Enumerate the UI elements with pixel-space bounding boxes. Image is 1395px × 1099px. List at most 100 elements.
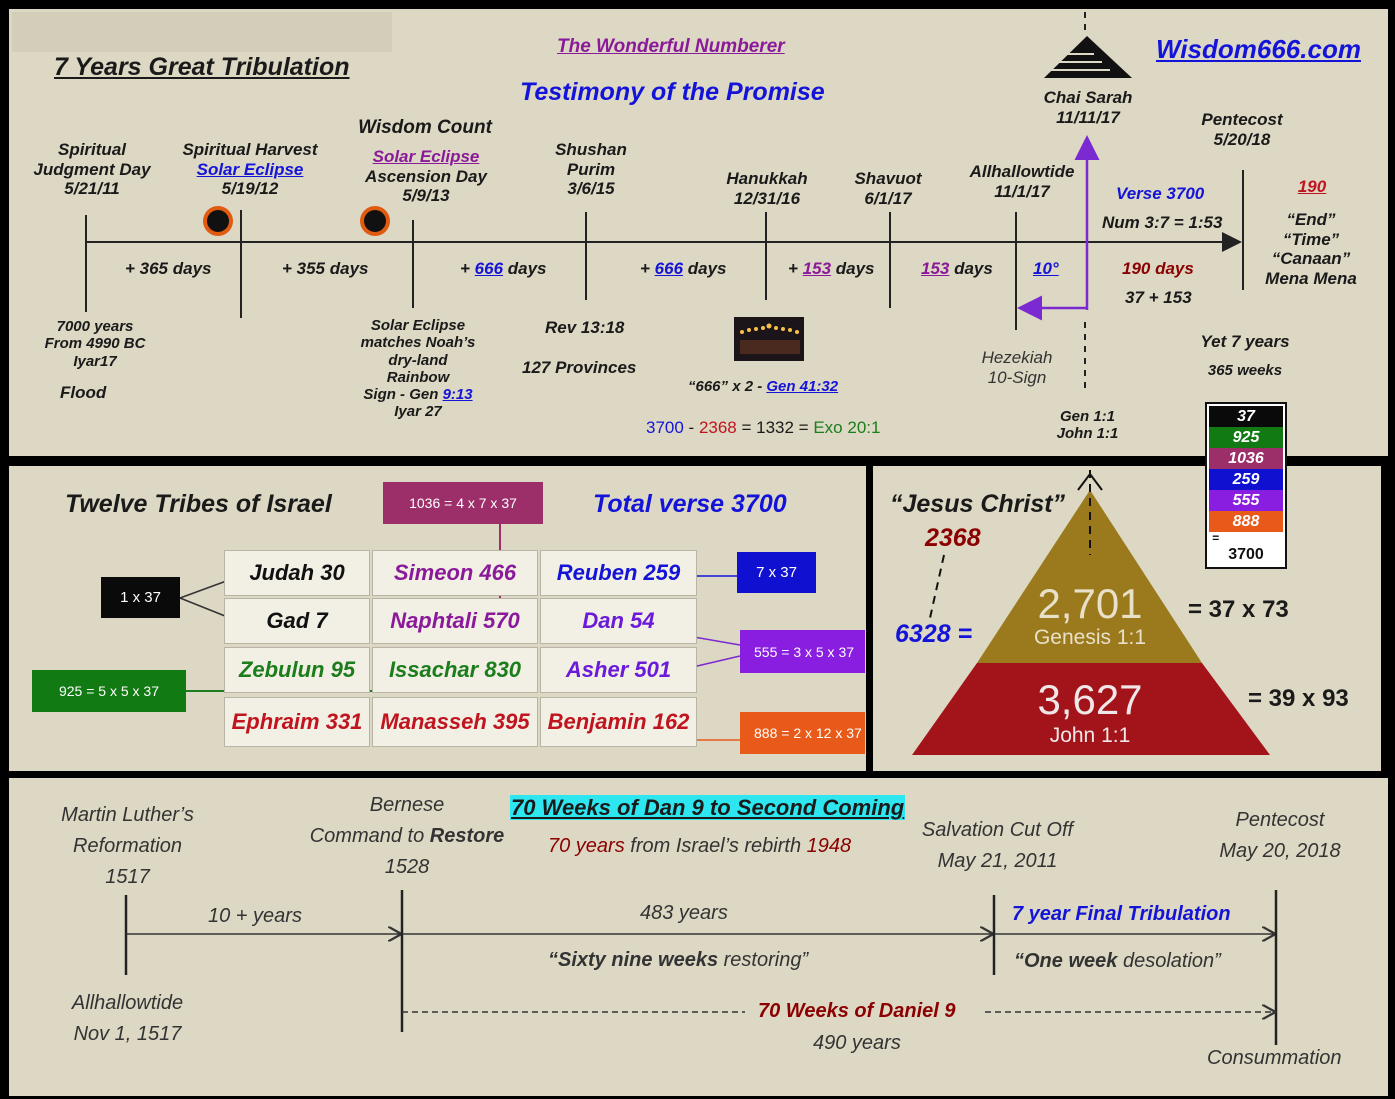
one-week-bold: “One week xyxy=(1014,950,1118,972)
interval-666-a-link[interactable]: 666 xyxy=(474,259,504,278)
interval-666-b-link[interactable]: 666 xyxy=(654,259,684,278)
interval-666-b-pre: + xyxy=(640,259,655,278)
luther-line-1: Martin Luther’s xyxy=(61,804,194,826)
box-555: 555 = 3 x 5 x 37 xyxy=(740,630,865,673)
interval-355: + 355 days xyxy=(282,259,369,278)
end-word-4: Mena Mena xyxy=(1265,268,1357,288)
tribe-asher: Asher 501 xyxy=(540,647,697,693)
interval-666-a-pre: + xyxy=(460,259,475,278)
stack-555: 555 xyxy=(1209,490,1283,511)
num-ref: Num 3:7 = 1:53 xyxy=(1102,213,1223,232)
cover-block xyxy=(12,12,392,52)
equation-3700: 3700 - 2368 = 1332 = Exo 20:1 xyxy=(646,418,880,438)
luther-block: Martin Luther’s Reformation 1517 xyxy=(40,800,215,893)
chai-sarah-date: 11/11/17 xyxy=(1056,107,1120,127)
years-7000: 7000 years From 4990 BC Iyar17 xyxy=(25,318,165,370)
hezekiah-note: Hezekiah 10-Sign xyxy=(962,348,1072,387)
bottom-panel xyxy=(9,778,1388,1096)
top-panel xyxy=(9,9,1388,456)
final-tribulation: 7 year Final Tribulation xyxy=(1012,903,1231,925)
box-1x37: 1 x 37 xyxy=(101,577,180,618)
provinces-127: 127 Provinces xyxy=(522,358,637,377)
purim-label: Purim xyxy=(566,159,616,179)
eq-3700: 3700 xyxy=(646,418,684,437)
box-7x37: 7 x 37 xyxy=(737,552,816,593)
years-line-1: 7000 years xyxy=(56,318,134,335)
eq-op1: - xyxy=(683,418,699,437)
ascension-eclipse-link[interactable]: Solar Eclipse xyxy=(372,147,480,166)
box-925: 925 = 5 x 5 x 37 xyxy=(32,670,186,712)
gen41-note: “666” x 2 - Gen 41:32 xyxy=(688,378,838,395)
years-line-3: Iyar17 xyxy=(73,352,117,370)
allhallowtide-date: 11/1/17 xyxy=(994,181,1050,201)
salvation-date: May 21, 2011 xyxy=(937,850,1058,872)
value-2368: 2368 xyxy=(925,524,981,552)
stack-259: 259 xyxy=(1209,469,1283,490)
eq-39x93: = 39 x 93 xyxy=(1248,685,1349,712)
hezekiah-label: Hezekiah xyxy=(981,348,1053,367)
tribes-title: Twelve Tribes of Israel xyxy=(65,490,332,518)
end-word-2: “Time” xyxy=(1282,229,1340,249)
sign-label: 10-Sign xyxy=(987,367,1047,387)
interval-153-a-link[interactable]: 153 xyxy=(802,259,832,278)
value-6328: 6328 = xyxy=(895,620,973,648)
noah-line-5: Sign - Gen xyxy=(363,386,443,403)
eq-op2: = 1332 = xyxy=(736,418,814,437)
years-490: 490 years xyxy=(813,1032,901,1054)
daniel-9: 70 Weeks of Daniel 9 xyxy=(758,1000,956,1022)
year-1528: 1528 xyxy=(384,856,430,878)
interval-153-a-pre: + xyxy=(788,259,803,278)
tribe-ephraim: Ephraim 331 xyxy=(224,697,370,747)
years-483: 483 years xyxy=(640,902,728,924)
yet-7-years: Yet 7 years xyxy=(1200,332,1290,351)
harvest-eclipse-link[interactable]: Solar Eclipse xyxy=(196,159,304,179)
ten-years: 10 + years xyxy=(208,905,302,927)
noah-line-1: Solar Eclipse xyxy=(370,317,466,334)
judgment-line-2: Judgment Day xyxy=(33,159,151,179)
tribe-gad: Gad 7 xyxy=(224,598,370,644)
gen41-prefix: “666” x 2 - xyxy=(688,378,767,395)
tribe-issachar: Issachar 830 xyxy=(372,647,538,693)
gen-913-link[interactable]: 9:13 xyxy=(442,386,473,403)
ten-degree-link[interactable]: 10° xyxy=(1033,259,1059,278)
tribe-benjamin: Benjamin 162 xyxy=(540,697,697,747)
tribe-manasseh: Manasseh 395 xyxy=(372,697,538,747)
interval-153-a: + 153 days xyxy=(788,259,875,279)
pentecost-date: 5/20/18 xyxy=(1213,129,1271,149)
shushan-label: Shushan xyxy=(555,140,627,159)
website-link[interactable]: Wisdom666.com xyxy=(1156,34,1361,64)
gen41-link[interactable]: Gen 41:32 xyxy=(766,378,839,395)
event-hanukkah: Hanukkah 12/31/16 xyxy=(707,169,827,208)
tribe-simeon: Simeon 466 xyxy=(372,550,538,596)
years-line-2: From 4990 BC xyxy=(44,335,146,353)
interval-153-b-post: days xyxy=(949,259,993,278)
hanukkah-label: Hanukkah xyxy=(726,169,808,188)
noah-line-3: dry-land xyxy=(388,351,448,369)
page-title: 7 Years Great Tribulation xyxy=(54,53,350,81)
interval-153-b-link[interactable]: 153 xyxy=(921,259,950,278)
rev-1318: Rev 13:18 xyxy=(545,318,625,337)
end-words: “End” “Time” “Canaan” Mena Mena xyxy=(1252,210,1370,288)
event-harvest: Spiritual Harvest Solar Eclipse 5/19/12 xyxy=(170,140,330,199)
restore-label: Restore xyxy=(429,825,505,847)
stack-925: 925 xyxy=(1209,427,1283,448)
judgment-date: 5/21/11 xyxy=(64,179,120,199)
shavuot-label: Shavuot xyxy=(854,169,922,188)
gen11-label: Gen 1:1 xyxy=(1059,408,1116,425)
noah-line-2: matches Noah’s xyxy=(360,334,476,352)
rebirth-70: 70 years xyxy=(548,835,625,857)
allhallow-label: Allhallowtide xyxy=(71,992,184,1014)
rebirth-1948: 1948 xyxy=(806,835,852,857)
eq-37x73: = 37 x 73 xyxy=(1188,596,1289,623)
noah-line-4: Rainbow xyxy=(386,368,450,386)
wonderful-numberer-link[interactable]: The Wonderful Numberer xyxy=(557,36,785,57)
tribe-zebulun: Zebulun 95 xyxy=(224,647,370,693)
allhallow-date: Nov 1, 1517 xyxy=(73,1023,182,1045)
sixty-nine-weeks: “Sixty nine weeks restoring” xyxy=(548,949,808,972)
sixty-rest: restoring” xyxy=(718,949,809,971)
judgment-line-1: Spiritual xyxy=(57,140,126,159)
num-190-link[interactable]: 190 xyxy=(1297,177,1327,196)
one-week-rest: desolation” xyxy=(1117,950,1221,972)
harvest-label: Spiritual Harvest xyxy=(182,140,318,159)
